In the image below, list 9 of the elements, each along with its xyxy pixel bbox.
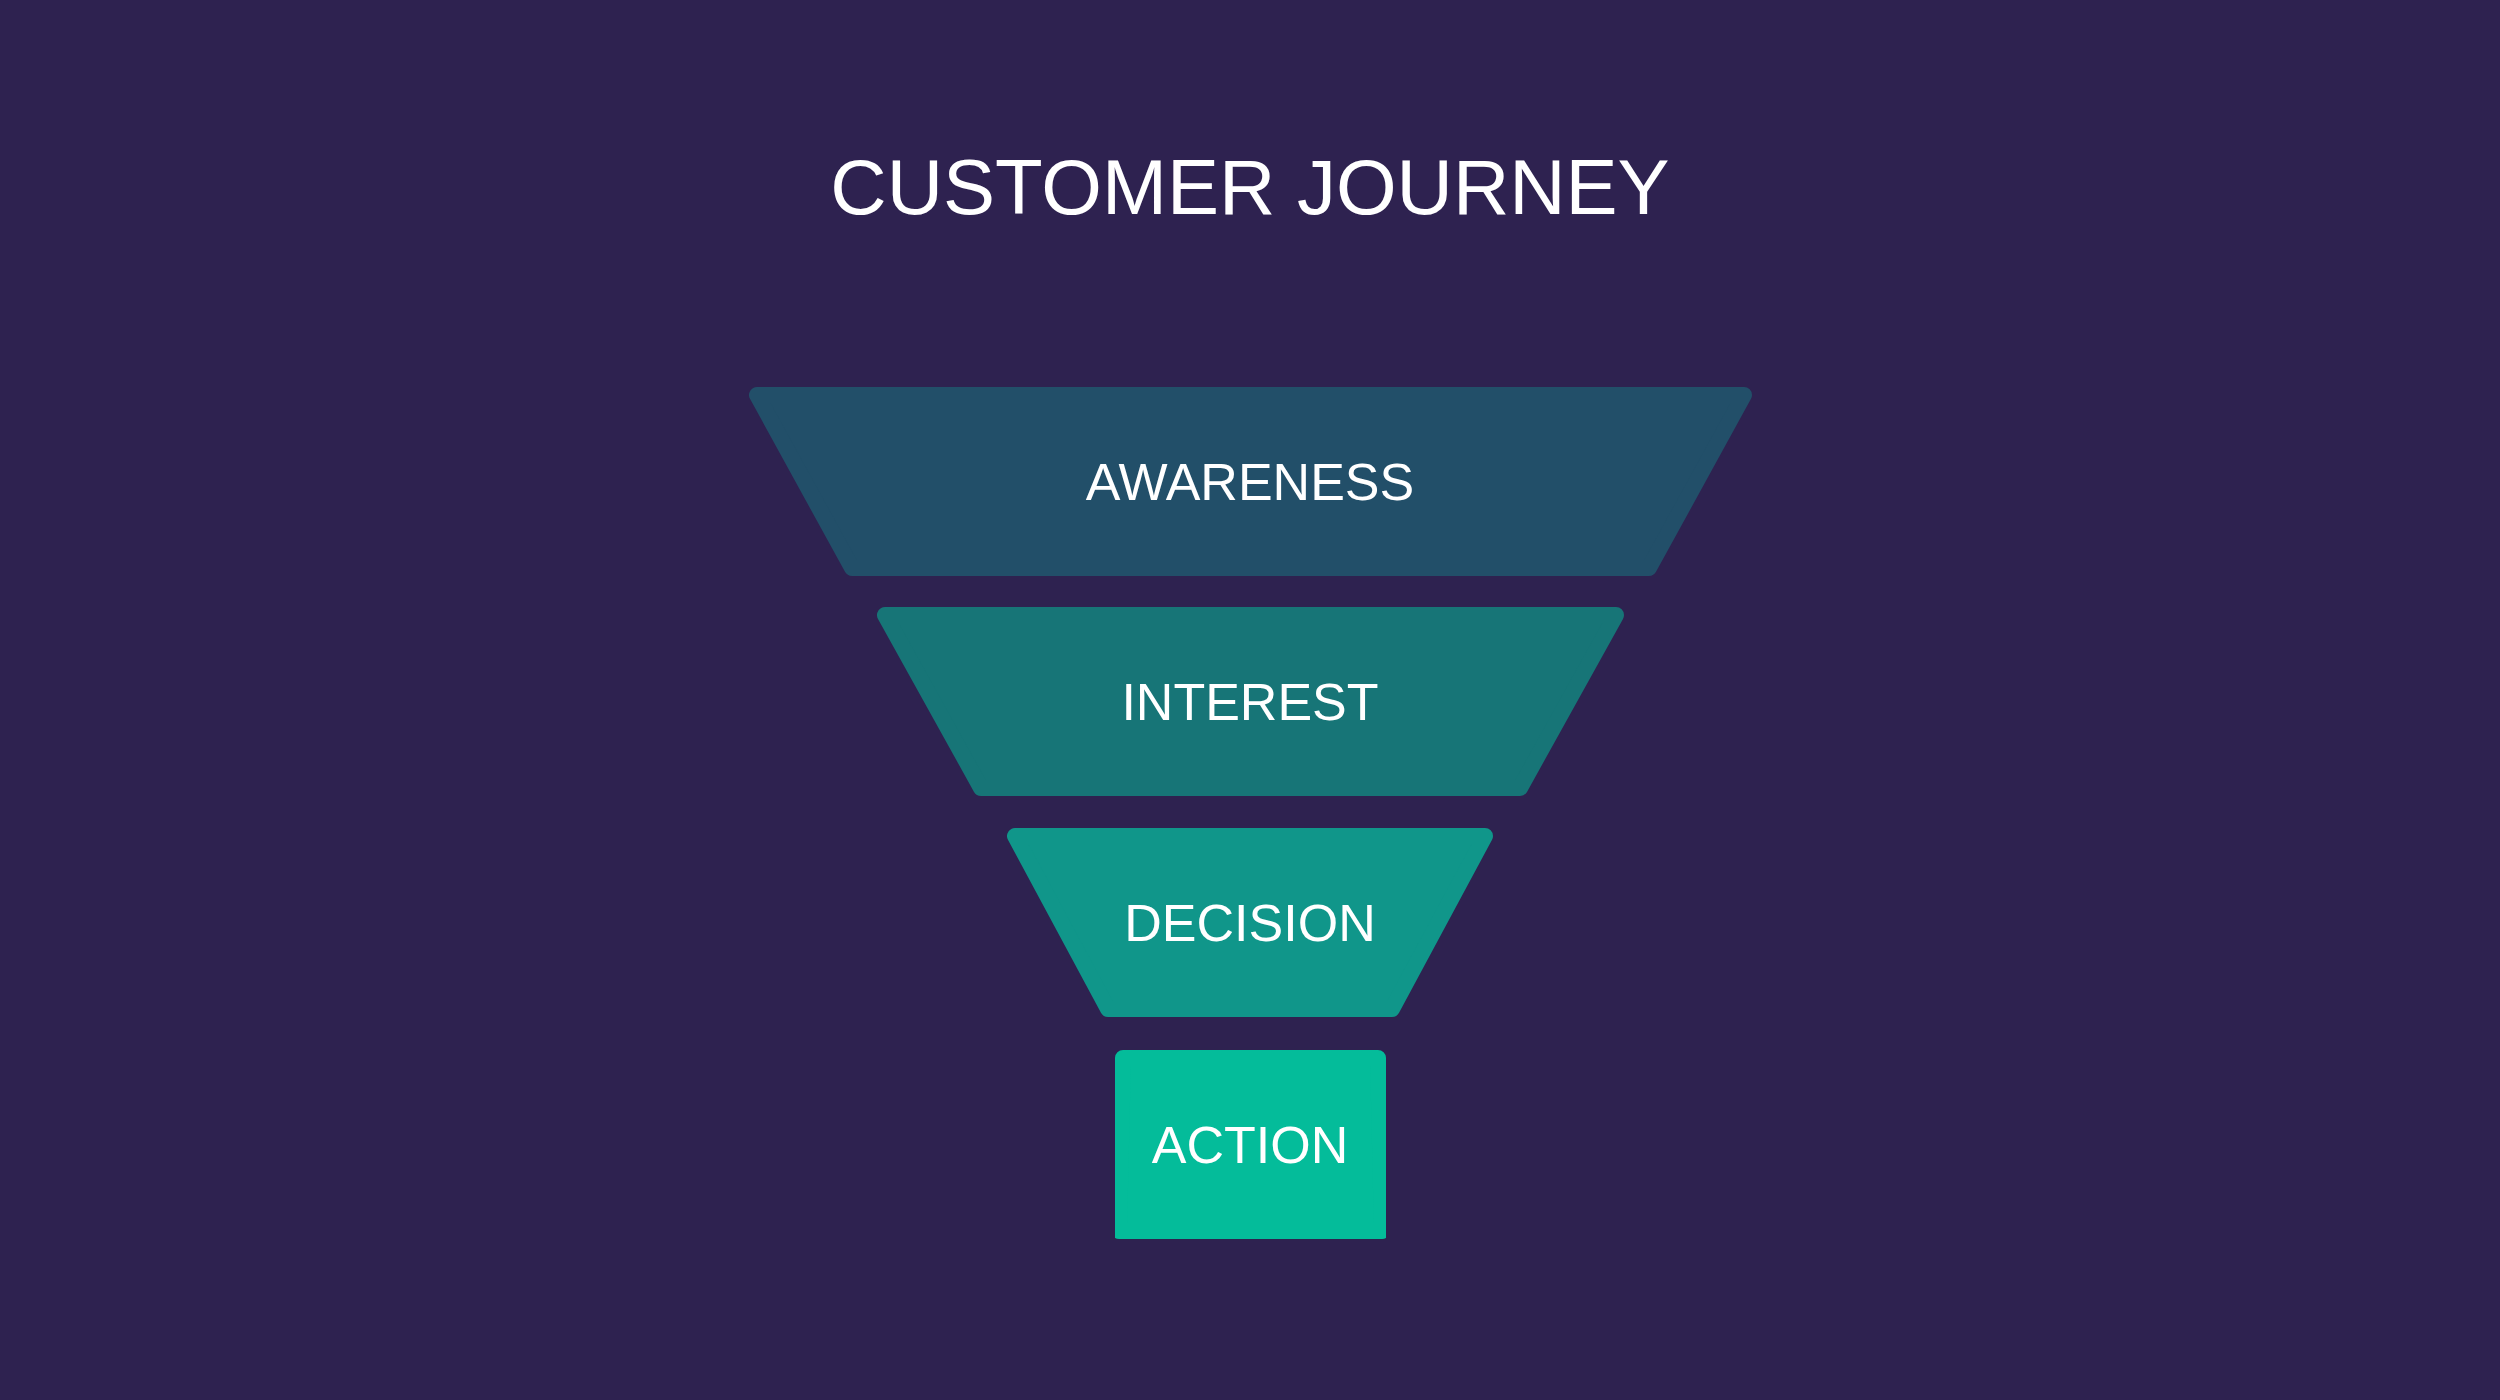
title: CUSTOMER JOURNEY (830, 148, 1670, 226)
funnel-stage (876, 607, 1624, 796)
stage-label: DECISION (1124, 896, 1376, 949)
funnel-stage (1007, 828, 1493, 1017)
stage-label: ACTION (1151, 1118, 1349, 1171)
action-box (1114, 1050, 1386, 1239)
stage-label: INTEREST (1121, 675, 1379, 728)
stage-label: AWARENESS (1085, 455, 1415, 508)
funnel-stage (748, 387, 1752, 576)
